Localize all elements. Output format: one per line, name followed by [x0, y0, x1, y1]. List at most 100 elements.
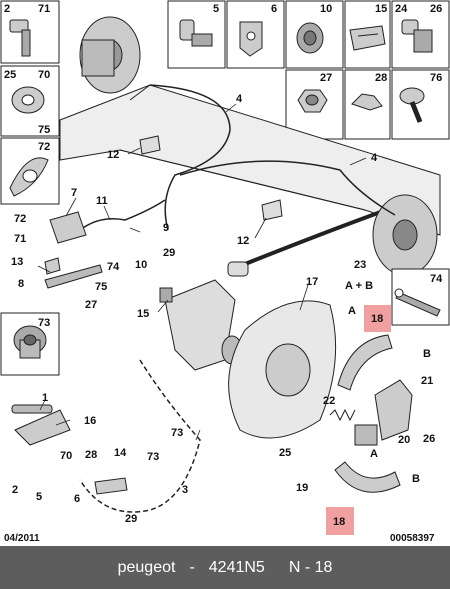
rivet-icon — [399, 87, 425, 123]
callout-12-upper: 12 — [107, 149, 119, 161]
callout-16: 16 — [84, 415, 96, 427]
callout-7: 7 — [71, 187, 77, 199]
footer-part-number: 4241N5 — [208, 558, 265, 576]
highlight-18-upper — [364, 305, 391, 332]
wheel-cylinder-21 — [374, 379, 413, 441]
clip-icon — [9, 157, 49, 197]
washer-icon — [11, 86, 45, 114]
callout-23: 23 — [354, 259, 366, 271]
callout-19: 19 — [296, 482, 308, 494]
callout-13: 13 — [11, 256, 23, 268]
spring-22 — [329, 408, 356, 422]
box-label: 26 — [430, 3, 442, 15]
clip-12-upper — [139, 135, 161, 155]
callout-a-lower: A — [370, 448, 378, 460]
bracket-icon — [239, 21, 263, 57]
box-label: 5 — [213, 3, 219, 15]
box-label: 72 — [38, 141, 50, 153]
footer-dash: - — [189, 558, 195, 576]
callout-4-upper: 4 — [236, 93, 243, 105]
box-label: 10 — [320, 3, 332, 15]
diagram-code: 00058397 — [390, 533, 435, 544]
callout-9: 9 — [163, 222, 169, 234]
box-label: 73 — [38, 317, 50, 329]
callout-12-lower: 12 — [237, 235, 249, 247]
callout-b-lower: B — [412, 473, 420, 485]
callout-15: 15 — [137, 308, 149, 320]
callout-11: 11 — [96, 195, 108, 207]
callout-21: 21 — [421, 375, 433, 387]
box-screw-2-71: 2 71 — [0, 0, 60, 64]
callout-20: 20 — [398, 434, 410, 446]
highlight-18-lower — [326, 507, 354, 535]
callout-27: 27 — [85, 299, 97, 311]
box-bolt-5: 5 — [167, 0, 226, 69]
callout-18-lower: 18 — [333, 516, 345, 528]
callout-6: 6 — [74, 493, 80, 505]
callout-73: 73 — [171, 427, 183, 439]
spring-clip-icon — [349, 25, 386, 51]
box-label: 15 — [375, 3, 387, 15]
box-label: 24 — [395, 3, 408, 15]
box-label: 27 — [320, 72, 332, 84]
box-clip-15: 15 — [344, 0, 391, 69]
nut-icon — [297, 89, 328, 113]
callout-70: 70 — [60, 450, 72, 462]
callout-8: 8 — [18, 278, 24, 290]
brake-shoe-lower-18 — [334, 461, 401, 493]
box-label: 2 — [4, 3, 10, 15]
box-label: 74 — [430, 273, 443, 285]
screw-icon — [9, 19, 31, 57]
bracket-7 — [49, 211, 87, 244]
callout-1: 1 — [42, 392, 48, 404]
bushing-icon — [13, 325, 47, 359]
callout-a-plus-b: A + B — [345, 280, 373, 292]
callout-29: 29 — [163, 247, 175, 259]
box-lever-74: 74 — [391, 268, 450, 326]
callout-4-lower: 4 — [371, 152, 378, 164]
callout-73-lower: 73 — [147, 451, 159, 463]
rear-hub-left — [79, 16, 141, 94]
pedal-assembly-1-16 — [11, 404, 71, 446]
bolt-icon — [179, 19, 213, 47]
callout-22: 22 — [323, 395, 335, 407]
callout-17: 17 — [306, 276, 318, 288]
backing-plate-17 — [228, 300, 337, 439]
callout-a-upper: A — [348, 305, 356, 317]
handbrake-lever-8 — [44, 257, 103, 289]
box-label: 25 — [4, 69, 16, 81]
footer-brand: peugeot — [117, 558, 176, 576]
box-label: 76 — [430, 72, 442, 84]
box-label: 28 — [375, 72, 387, 84]
callout-3: 3 — [182, 484, 188, 496]
callout-labels: 4 12 4 7 11 9 72 71 10 29 12 23 A + B 13… — [11, 93, 435, 528]
callout-71: 71 — [14, 233, 26, 245]
parts-diagram: 2 71 25 70 75 72 5 6 — [0, 0, 450, 544]
callout-14: 14 — [114, 447, 127, 459]
callout-5: 5 — [36, 491, 42, 503]
box-bushing-73: 73 — [0, 312, 60, 376]
screw-icon — [401, 19, 433, 53]
stub-axle-15 — [159, 279, 243, 371]
callout-10: 10 — [135, 259, 147, 271]
box-label: 71 — [38, 3, 50, 15]
adjuster-20 — [354, 424, 378, 446]
box-rivet-76: 76 — [391, 69, 450, 140]
callout-b-upper: B — [423, 348, 431, 360]
footer-page-label: N - 18 — [288, 558, 333, 576]
callout-25: 25 — [279, 447, 291, 459]
clip-icon — [351, 93, 383, 111]
box-clip-72: 72 — [0, 137, 60, 205]
grommet-icon — [296, 22, 324, 54]
lever-icon — [394, 288, 441, 317]
box-label: 70 — [38, 69, 50, 81]
footer-bar: peugeot - 4241N5 N - 18 — [0, 546, 450, 589]
box-bracket-6: 6 — [226, 0, 285, 69]
clip-12-lower — [261, 199, 283, 221]
box-label: 75 — [38, 124, 50, 136]
brake-backplate-right — [372, 194, 438, 276]
leader-lines — [37, 103, 367, 441]
callout-2: 2 — [12, 484, 18, 496]
box-grommet-10: 10 — [285, 0, 344, 69]
box-nut-27: 27 — [285, 69, 344, 140]
